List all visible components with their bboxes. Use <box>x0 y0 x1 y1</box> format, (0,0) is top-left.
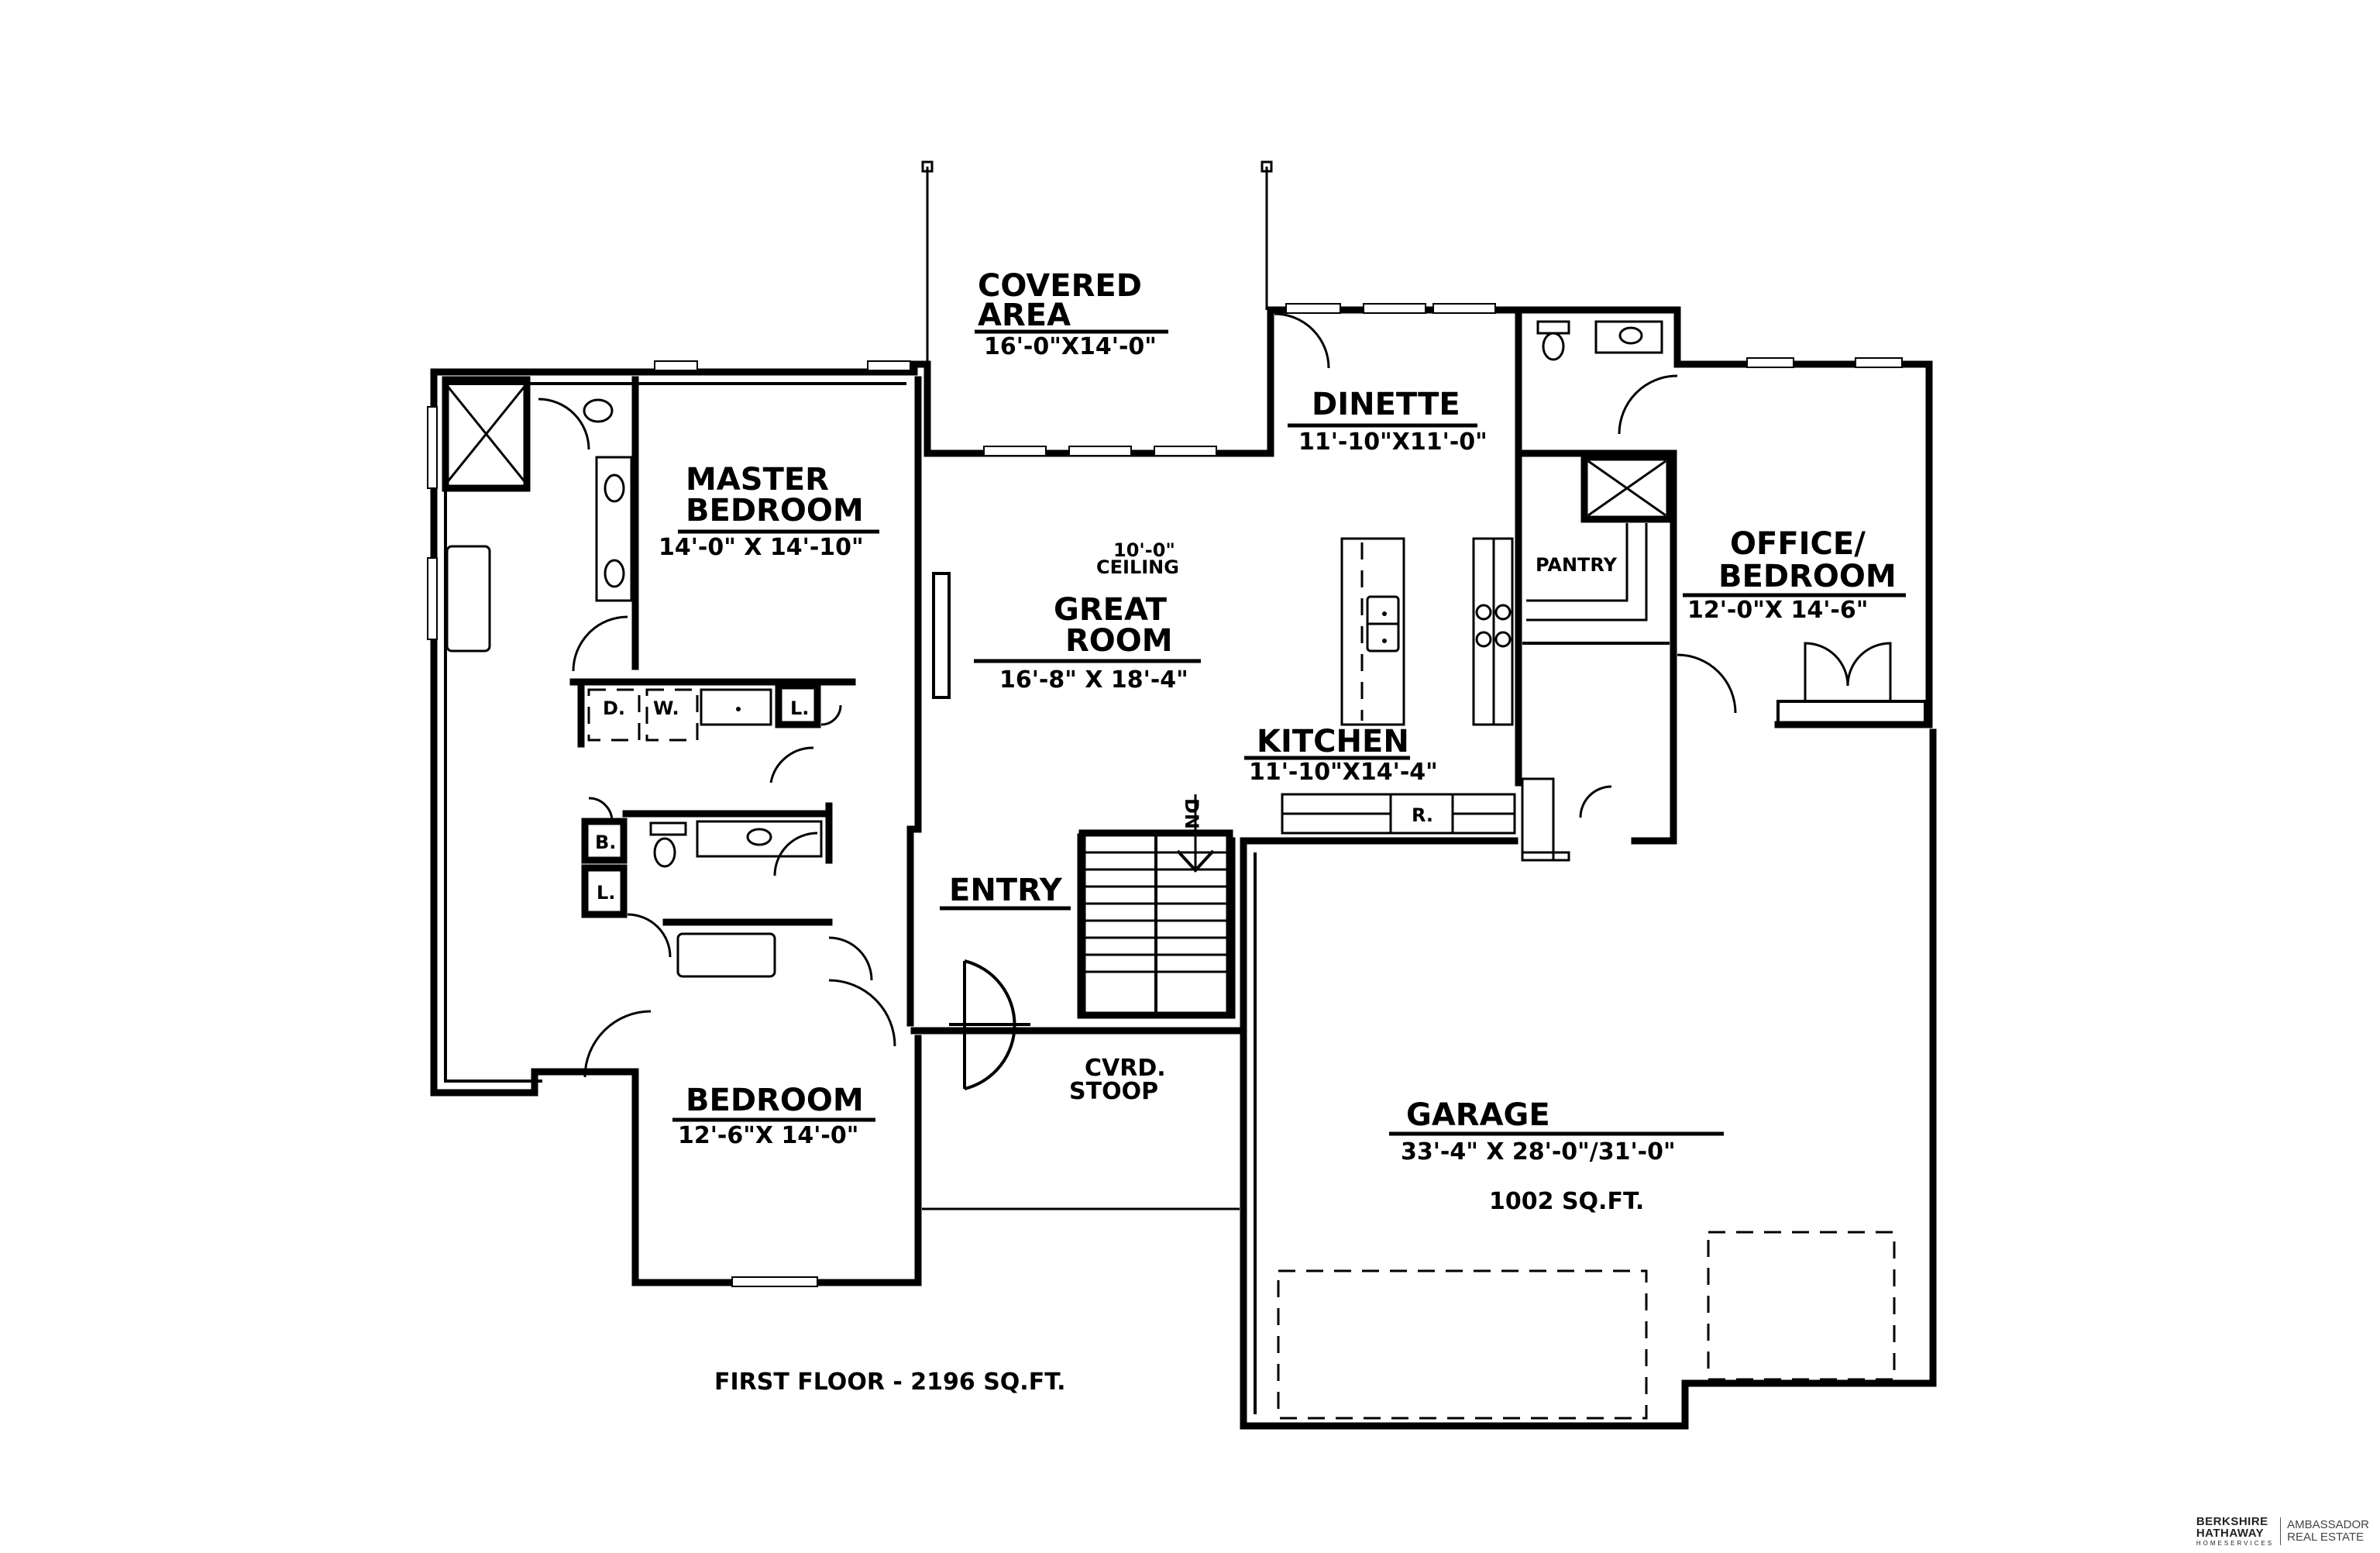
svg-text:BEDROOM: BEDROOM <box>686 493 864 529</box>
label-cvrd-stoop: CVRD. STOOP <box>1069 1055 1166 1105</box>
svg-text:PANTRY: PANTRY <box>1536 554 1618 576</box>
svg-text:33'-4" X 28'-0"/31'-0": 33'-4" X 28'-0"/31'-0" <box>1401 1138 1676 1166</box>
covered-area-outline <box>921 160 1274 457</box>
svg-text:OFFICE/: OFFICE/ <box>1730 526 1866 562</box>
svg-text:11'-10"X14'-4": 11'-10"X14'-4" <box>1249 759 1438 786</box>
agency-line2: REAL ESTATE <box>2287 1531 2365 1544</box>
svg-text:GARAGE: GARAGE <box>1406 1097 1550 1133</box>
agency-line1: AMBASSADOR <box>2287 1518 2369 1532</box>
label-bedroom: BEDROOM 12'-6"X 14'-0" <box>672 1083 875 1149</box>
laundry-area: D. W. L. <box>569 678 856 748</box>
svg-text:KITCHEN: KITCHEN <box>1257 724 1409 759</box>
garage-area: 1002 SQ.FT. <box>1489 1188 1644 1215</box>
svg-text:MASTER: MASTER <box>686 462 829 498</box>
label-covered-area: COVERED AREA 16'-0"X14'-0" <box>975 268 1168 360</box>
label-kitchen: KITCHEN 11'-10"X14'-4" <box>1244 724 1438 786</box>
fireplace <box>932 572 951 699</box>
svg-text:12'-6"X 14'-0": 12'-6"X 14'-0" <box>678 1122 858 1149</box>
svg-text:BEDROOM: BEDROOM <box>1718 559 1897 594</box>
brand-logo: BERKSHIRE HATHAWAY HOMESERVICES AMBASSAD… <box>2196 1516 2369 1547</box>
brand-line3: HOMESERVICES <box>2196 1540 2275 1547</box>
arrow-head-icon <box>1176 849 1215 873</box>
svg-text:BEDROOM: BEDROOM <box>686 1083 864 1118</box>
label-pantry: PANTRY <box>1536 554 1618 576</box>
label-garage: GARAGE 33'-4" X 28'-0"/31'-0" 1002 SQ.FT… <box>1389 1097 1724 1215</box>
label-entry: ENTRY <box>940 873 1071 911</box>
svg-text:12'-0"X 14'-6": 12'-0"X 14'-6" <box>1687 597 1868 624</box>
ceiling-height: 10'-0" <box>1113 539 1175 561</box>
svg-text:AREA: AREA <box>978 298 1071 333</box>
range-label: R. <box>1412 804 1433 826</box>
svg-text:STOOP: STOOP <box>1069 1078 1158 1105</box>
label-great-room: 10'-0" CEILING GREAT ROOM 16'-8" X 18'-4… <box>974 539 1201 694</box>
kitchen-fixtures: R. <box>1281 537 1516 835</box>
svg-text:GREAT: GREAT <box>1054 592 1168 628</box>
stairs[interactable]: DN <box>1078 794 1233 1019</box>
hall-linen-label: L. <box>597 882 615 904</box>
stairs-direction-label: DN <box>1181 798 1202 829</box>
office-closet <box>1776 642 1927 726</box>
front-door[interactable] <box>949 959 1030 1090</box>
washer-label: W. <box>653 697 679 719</box>
windows <box>427 303 1903 1287</box>
svg-text:DINETTE: DINETTE <box>1312 387 1460 422</box>
master-bath-fixtures <box>442 376 633 672</box>
label-dinette: DINETTE 11'-10"X11'-0" <box>1288 387 1488 456</box>
hall-bath: B. L. <box>581 746 896 1078</box>
pantry-fixtures <box>1522 453 1673 645</box>
svg-text:CVRD.: CVRD. <box>1085 1055 1166 1082</box>
svg-text:14'-0" X 14'-10": 14'-0" X 14'-10" <box>659 534 864 561</box>
svg-text:ENTRY: ENTRY <box>949 873 1063 908</box>
laundry-linen-label: L. <box>790 697 809 719</box>
dryer-label: D. <box>603 697 625 719</box>
garage-doors <box>1277 1231 1896 1420</box>
brand-line1: BERKSHIRE <box>2196 1515 2268 1528</box>
svg-text:ROOM: ROOM <box>1065 623 1173 659</box>
logo-divider <box>2280 1517 2282 1545</box>
svg-text:16'-8" X 18'-4": 16'-8" X 18'-4" <box>999 666 1188 694</box>
svg-text:COVERED: COVERED <box>978 268 1142 304</box>
svg-text:11'-10"X11'-0": 11'-10"X11'-0" <box>1298 429 1488 456</box>
floor-summary: FIRST FLOOR - 2196 SQ.FT. <box>714 1369 1066 1396</box>
brand-line2: HATHAWAY <box>2196 1527 2265 1540</box>
powder-room-fixtures <box>1274 312 1737 862</box>
svg-text:CEILING: CEILING <box>1096 556 1179 578</box>
svg-text:16'-0"X14'-0": 16'-0"X14'-0" <box>984 333 1157 360</box>
exterior-walls <box>430 306 1937 1430</box>
bench-label: B. <box>595 832 616 853</box>
label-office-bedroom: OFFICE/ BEDROOM 12'-0"X 14'-6" <box>1683 526 1906 624</box>
label-master-bedroom: MASTER BEDROOM 14'-0" X 14'-10" <box>659 462 879 561</box>
